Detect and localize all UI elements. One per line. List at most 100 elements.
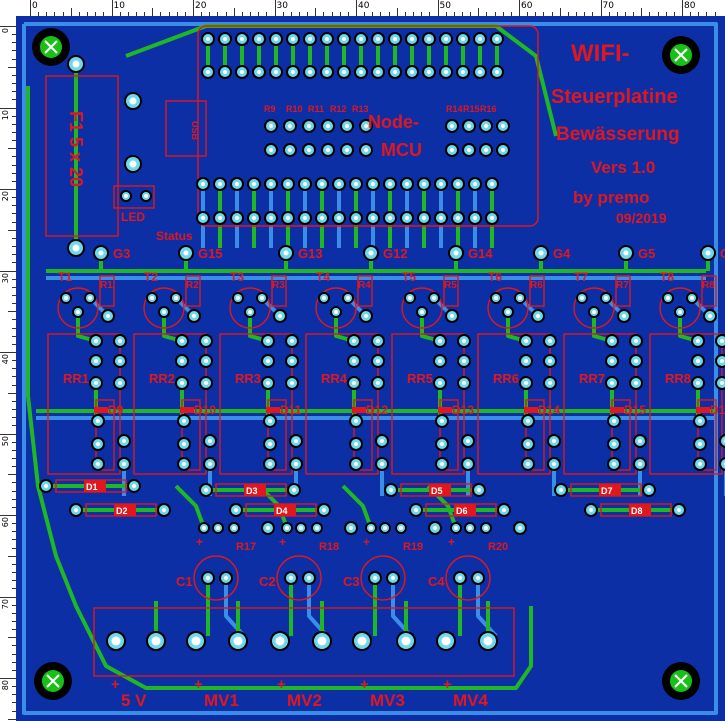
pad-hole — [206, 576, 210, 580]
pad-hole — [439, 216, 443, 220]
resistor-outline — [271, 275, 287, 307]
ruler-label: 30 — [1, 272, 10, 283]
pad-hole — [106, 314, 110, 318]
ruler-tick — [12, 180, 16, 182]
transistor-outline — [229, 287, 271, 329]
pad-hole — [337, 216, 341, 220]
diode-band — [438, 407, 452, 413]
diode-lower-body — [429, 484, 451, 496]
mounting-holes — [32, 28, 700, 700]
trace — [174, 484, 206, 529]
silkscreen-outlines — [45, 25, 723, 677]
pad-hole — [495, 70, 499, 74]
pad-hole — [462, 381, 466, 385]
ruler-tick — [54, 12, 56, 16]
pad-hole — [427, 70, 431, 74]
ruler-tick — [413, 12, 415, 16]
diode-label: D14 — [538, 403, 560, 417]
pad-hole — [524, 339, 528, 343]
pad-hole — [438, 381, 442, 385]
mount-mark — [46, 674, 60, 688]
cap-resistor-label: R18 — [319, 541, 339, 553]
pad-hole — [269, 124, 273, 128]
pad-hole — [592, 310, 596, 314]
ruler-tick — [209, 12, 211, 16]
pad-hole — [376, 339, 380, 343]
ruler-label: 60 — [521, 1, 533, 11]
polarity-mark: + — [363, 535, 370, 549]
pad-hole — [677, 508, 681, 512]
trace — [341, 484, 373, 529]
ruler-tick — [372, 12, 374, 16]
pad-hole — [420, 310, 424, 314]
gpio-label-g12: G12 — [383, 246, 408, 261]
pad-hole — [422, 216, 426, 220]
pad-hole — [638, 439, 642, 443]
ruler-tick — [486, 12, 488, 16]
pad-hole — [696, 339, 700, 343]
ruler-label: 10 — [1, 109, 10, 120]
resistor-label: R6 — [530, 280, 543, 291]
pad-hole — [466, 462, 470, 466]
pad-hole — [235, 216, 239, 220]
pad-hole — [612, 462, 616, 466]
ruler-tick — [12, 531, 16, 533]
ruler-tick — [12, 360, 16, 362]
pad-hole — [468, 526, 472, 530]
pad-hole — [405, 182, 409, 186]
ruler-tick — [12, 376, 16, 378]
ruler-tick — [152, 8, 154, 16]
nodemcu-label-1: Node- — [368, 112, 419, 132]
resistor-label: R1 — [100, 280, 113, 291]
pad-hole — [634, 381, 638, 385]
ruler-tick — [12, 409, 16, 411]
cap-outline — [445, 555, 491, 601]
ruler-tick — [176, 12, 178, 16]
resistor-outline — [615, 275, 631, 307]
pad-hole — [208, 439, 212, 443]
pad-hole — [526, 462, 530, 466]
pad-hole — [502, 508, 506, 512]
pad-hole — [678, 310, 682, 314]
ruler-tick — [12, 686, 16, 688]
diode-outline — [95, 399, 115, 471]
pad-hole — [266, 339, 270, 343]
ruler-tick — [12, 172, 16, 174]
relay-label: RR3 — [235, 371, 261, 386]
pad-hole — [364, 148, 368, 152]
pad-hole — [76, 310, 80, 314]
top-resistor-label: R13 — [352, 104, 369, 114]
pad-hole — [518, 296, 522, 300]
mount-mark — [44, 40, 58, 54]
pad-hole — [559, 488, 563, 492]
ruler-tick — [233, 8, 235, 16]
pad-hole — [466, 439, 470, 443]
pad-hole — [364, 124, 368, 128]
pad-hole — [357, 636, 367, 646]
ruler-tick — [30, 0, 31, 16]
pad-hole — [325, 37, 329, 41]
ruler-tick — [12, 343, 16, 345]
pad-hole — [462, 339, 466, 343]
ruler-tick — [600, 0, 602, 16]
transistor-label: T6 — [488, 270, 502, 284]
trace — [26, 86, 533, 690]
pad-hole — [275, 636, 285, 646]
pad-hole — [634, 339, 638, 343]
ruler-tick — [323, 12, 325, 16]
pad-hole — [354, 182, 358, 186]
pad-hole — [354, 442, 358, 446]
ruler-tick — [641, 8, 643, 16]
pcb-layout[interactable]: G3G15G13G12G14G4G5G16T1R1RR1D9T2R2RR2D10… — [16, 16, 725, 721]
pad-hole — [647, 488, 651, 492]
pad-hole — [326, 148, 330, 152]
pad-hole — [248, 310, 252, 314]
pad-hole — [720, 359, 724, 363]
relay-outline — [47, 333, 121, 475]
relay-outline — [649, 333, 723, 475]
pad-hole — [201, 182, 205, 186]
pad-hole — [405, 216, 409, 220]
pad-hole — [526, 442, 530, 446]
pad-hole — [538, 250, 544, 256]
pad-hole — [467, 148, 471, 152]
